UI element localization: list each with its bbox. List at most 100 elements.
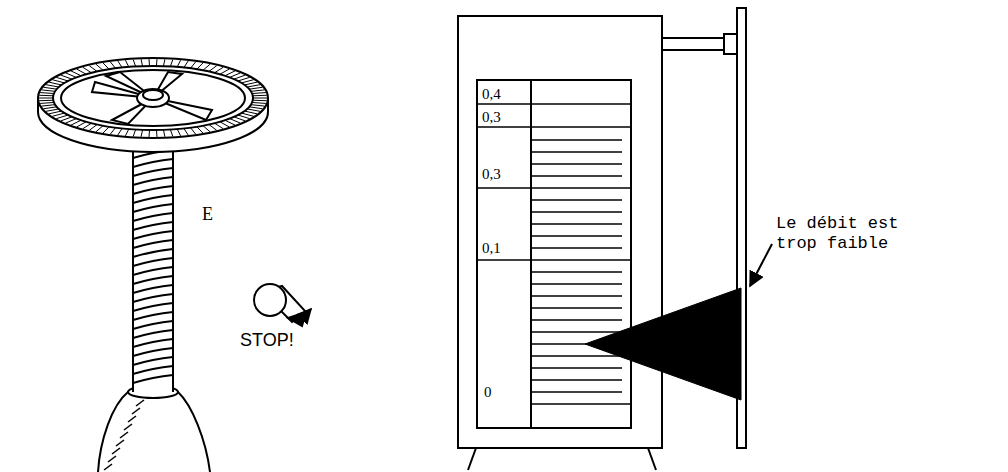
knurling [156, 59, 157, 66]
knurling [77, 122, 86, 127]
knurling [41, 90, 55, 91]
scale-tick [531, 295, 622, 297]
knurling [238, 115, 250, 119]
knurling [203, 126, 210, 132]
knurling [253, 98, 267, 99]
knurling [39, 100, 53, 101]
knurling [244, 82, 257, 85]
base-hatching [132, 408, 140, 414]
knurling [71, 71, 81, 76]
scale-tick [531, 331, 622, 333]
annotation: Le débit est trop faible [776, 214, 926, 253]
knurling [43, 87, 56, 89]
scale-number: 0,3 [482, 166, 501, 183]
knurling [252, 102, 266, 104]
knurling [133, 130, 135, 137]
knurling [215, 123, 224, 129]
knurling [247, 109, 260, 111]
base-hatching [124, 424, 132, 430]
knurling [203, 64, 210, 70]
scale-tick [531, 271, 622, 273]
scale-tick [531, 103, 630, 105]
scale-tick [531, 211, 622, 213]
flowmeter [458, 8, 772, 470]
knurling [209, 125, 217, 131]
knurling [39, 95, 53, 96]
screw-thread [133, 159, 173, 167]
knurling [40, 92, 54, 94]
screw-thread [133, 258, 173, 266]
knurling [170, 130, 172, 137]
scale-tick [531, 235, 622, 237]
knurling [238, 77, 250, 81]
screw-thread [133, 249, 173, 257]
screw-thread [133, 303, 173, 311]
knurling [253, 100, 267, 101]
knurling [251, 105, 265, 106]
screw-thread [133, 195, 173, 203]
knurling [234, 75, 245, 79]
knurling [43, 107, 56, 109]
screw-thread [133, 321, 173, 329]
scale-tick [531, 139, 622, 141]
scale-number: 0,1 [482, 240, 501, 257]
scale-tick [477, 126, 531, 128]
knurling [156, 130, 157, 137]
scale-tick [477, 187, 531, 189]
knurling [71, 120, 81, 125]
base-hatching [104, 464, 112, 470]
knurling [56, 77, 68, 81]
knurling [244, 111, 257, 114]
knurling [56, 115, 68, 119]
screw-thread [133, 366, 173, 374]
screw-thread [133, 348, 173, 356]
knurling [61, 117, 72, 121]
knurling [225, 120, 235, 125]
scale-tick [531, 247, 622, 249]
scale-number: 0 [484, 384, 492, 401]
knurling [46, 109, 59, 111]
knurling [241, 113, 253, 116]
knurling [89, 125, 97, 131]
knurling [83, 123, 92, 129]
knurling [249, 107, 262, 109]
screw-thread [133, 357, 173, 365]
scale-tick [531, 187, 630, 189]
knurling [77, 69, 86, 74]
stop-label: STOP! [240, 330, 294, 351]
scale-tick [531, 283, 622, 285]
knurling [40, 102, 54, 104]
knurling [247, 85, 260, 87]
scale-tick [531, 151, 622, 153]
knurling [39, 98, 53, 99]
base-hatching [136, 400, 144, 406]
knurling [49, 111, 62, 114]
knurling [230, 73, 241, 77]
knurling [163, 59, 164, 66]
screw-thread [133, 375, 173, 383]
knurling [241, 80, 253, 83]
knurling [149, 59, 150, 66]
knurling [253, 95, 267, 96]
scale-tick [531, 175, 622, 177]
scale-tick [531, 199, 622, 201]
knurling [141, 59, 142, 66]
knurling [234, 117, 245, 121]
knurling [61, 75, 72, 79]
screw-thread [133, 168, 173, 176]
knurling [252, 92, 266, 94]
base-hatching [108, 456, 116, 462]
base-hatching [112, 448, 120, 454]
knurling [96, 64, 103, 70]
knurling [66, 73, 77, 77]
knurling [225, 71, 235, 76]
knurling [133, 60, 135, 67]
knurling [41, 105, 55, 106]
scale-tick [531, 259, 630, 261]
screw-thread [133, 204, 173, 212]
screw-thread [133, 330, 173, 338]
scale-tick [477, 259, 531, 261]
knurling [52, 113, 64, 116]
screw-thread [133, 222, 173, 230]
